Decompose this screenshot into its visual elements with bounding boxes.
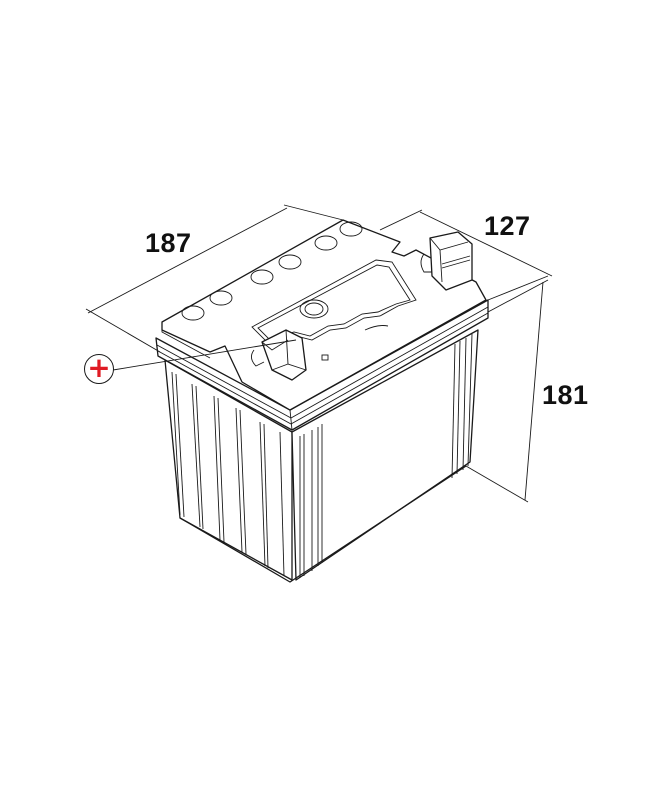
dimension-height-line <box>465 279 549 503</box>
battery-top <box>161 219 487 411</box>
plus-icon: + <box>87 351 111 384</box>
positive-terminal-marker: + <box>84 351 114 384</box>
dimension-height-label: 181 <box>542 380 589 410</box>
dimension-length-line <box>85 204 344 353</box>
terminal-leader-line <box>112 339 297 371</box>
dimension-length-label: 187 <box>145 228 192 258</box>
negative-terminal-post <box>420 231 473 291</box>
dimension-width-label: 127 <box>484 211 531 241</box>
terminal-marking-icon <box>321 354 329 361</box>
dimension-width-line <box>379 209 553 301</box>
battery-body <box>164 329 479 583</box>
